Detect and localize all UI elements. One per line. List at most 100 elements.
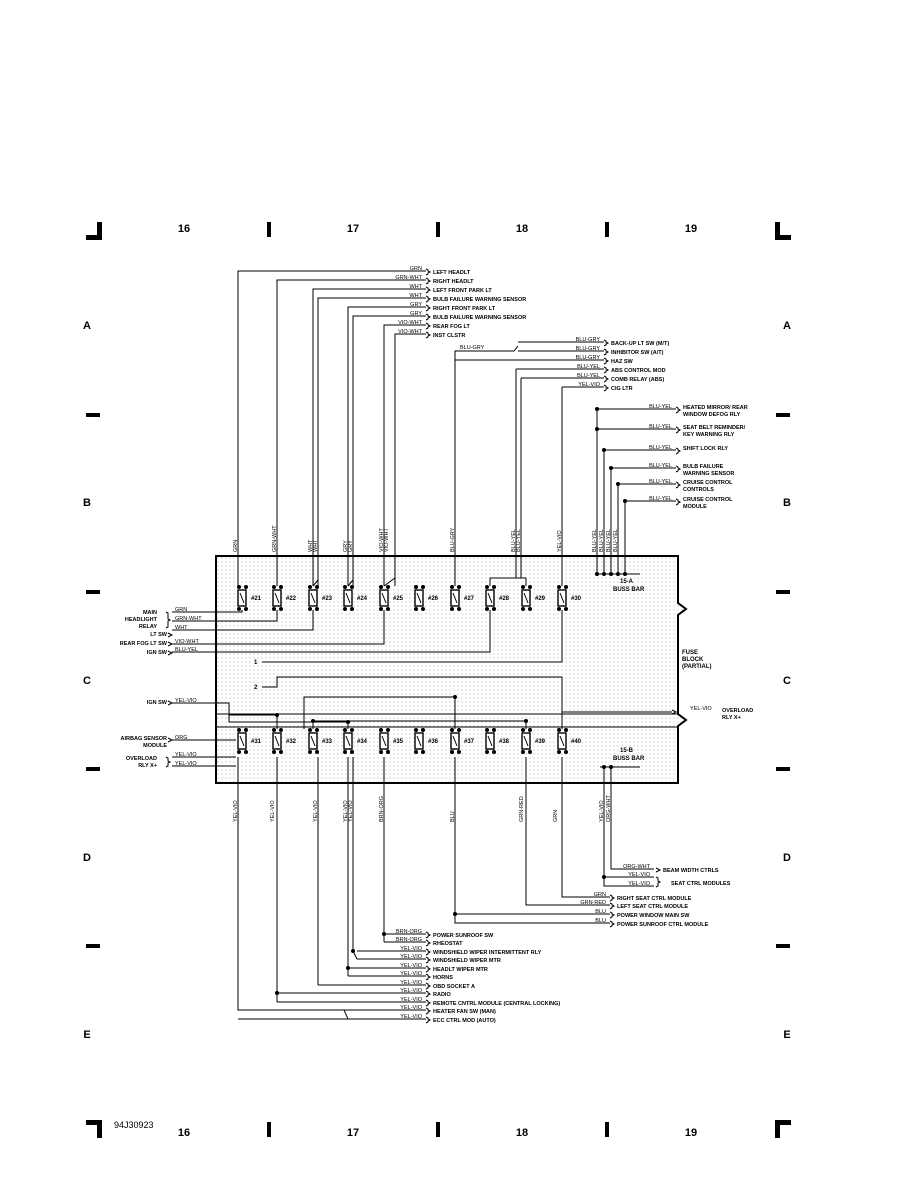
splice-dot (346, 720, 350, 724)
brace (167, 700, 174, 706)
bottom-left-output-4: WINDSHIELD WIPER MTR (433, 958, 501, 964)
top-left-wire-8 (394, 333, 426, 586)
mhr-wire-3 (172, 610, 314, 631)
bottom-wire-label-11: ORG-WHT (606, 794, 612, 822)
splice-dot (602, 448, 606, 452)
fuse-label-bottom-2: #32 (286, 739, 297, 745)
ign-sw-1-label: IGN SW (147, 650, 168, 656)
bottom-right-output-7: POWER SUNROOF CTRL MODULE (617, 922, 709, 928)
brace (425, 973, 432, 981)
fuse-terminal (237, 750, 241, 754)
overload-left-wire-label-1: YEL-VIO (175, 752, 197, 758)
brace (425, 999, 432, 1007)
top-wire-label-16: BLU-YEL (613, 529, 619, 552)
brace (425, 939, 432, 947)
ign-sw-2-wire-label: YEL-VIO (175, 698, 197, 704)
fuse-terminal (279, 728, 283, 732)
fuse-label-bottom-4: #34 (357, 739, 368, 745)
top-right-output-2-line2: KEY WARNING RLY (683, 432, 735, 438)
fuse-terminal (308, 607, 312, 611)
splice-dot (351, 949, 355, 953)
fuse-terminal (279, 607, 283, 611)
fuse-terminal (485, 750, 489, 754)
bottom-right-output-2: SEAT CTRL MODULES (671, 881, 731, 887)
fuse-terminal (244, 750, 248, 754)
fuse-terminal (343, 607, 347, 611)
top-right-wire-label-2: BLU-YEL (649, 424, 672, 430)
bottom-left-wire-label-8: YEL-VIO (400, 988, 422, 994)
top-right-output-6-line2: MODULE (683, 504, 707, 510)
brace (425, 331, 432, 339)
splice-dot (616, 482, 620, 486)
top-left-wire-label-3: WHT (409, 284, 422, 290)
brace (603, 357, 610, 365)
fuse-terminal (557, 728, 561, 732)
fuse-terminal (244, 607, 248, 611)
fuse-terminal (272, 750, 276, 754)
fuse-element (345, 592, 351, 604)
mhr-wire-label-2: GRN-WHT (175, 616, 202, 622)
fuse-terminal (450, 585, 454, 589)
brace (675, 481, 682, 489)
top-mid-wire-label-2: BLU-GRY (576, 346, 601, 352)
brace (655, 867, 662, 873)
fuse-element (310, 735, 316, 747)
rear-fog-lt-sw-label: REAR FOG LT SW (120, 641, 168, 647)
top-left-wire-4 (317, 297, 426, 586)
fuse-terminal (237, 585, 241, 589)
top-wire-label-12: YEL-VIO (557, 530, 563, 552)
fuse-terminal (421, 607, 425, 611)
brace (425, 990, 432, 998)
splice-dot (595, 407, 599, 411)
top-mid-output-1: BACK-UP LT SW (M/T) (611, 341, 669, 347)
fuse-label-top-6: #26 (428, 596, 439, 602)
bottom-right-wire-label-4: GRN (594, 892, 606, 898)
fuse-label-bottom-10: #40 (571, 739, 582, 745)
top-mid-wire-label-5: BLU-YEL (577, 373, 600, 379)
circuit-number-2: 2 (254, 685, 258, 691)
top-right-wire-label-4: BLU-YEL (649, 463, 672, 469)
bottom-right-wire-label-1: ORG-WHT (623, 864, 651, 870)
fuse-terminal (421, 728, 425, 732)
mhr-label-2: HEADLIGHT (125, 617, 158, 623)
label-layer: #21#22#23#24#25#26#27#28#29#30#31#32#33#… (120, 266, 753, 1024)
brace (425, 322, 432, 330)
top-right-wire-label-5: BLU-YEL (649, 479, 672, 485)
fuse-terminal (421, 750, 425, 754)
brace (603, 366, 610, 374)
fuse-terminal (485, 585, 489, 589)
bottom-left-output-9: REMOTE CNTRL MODULE (CENTRAL LOCKING) (433, 1001, 560, 1007)
bottom-wire-label-2: YEL-VIO (270, 800, 276, 822)
mhr-brace (165, 611, 172, 629)
bottom-left-output-1: POWER SUNROOF SW (433, 933, 494, 939)
col-label-16-bottom: 16 (178, 1127, 190, 1139)
brace (425, 948, 432, 956)
mhr-wire-label-1: GRN (175, 607, 187, 613)
fuse-terminal (492, 607, 496, 611)
top-left-wire-2 (276, 279, 426, 586)
top-left-output-7: REAR FOG LT (433, 324, 471, 330)
brace (603, 375, 610, 383)
fuse-terminal (343, 750, 347, 754)
top-left-wire-label-6: GRY (410, 311, 422, 317)
top-left-output-8: INST CLSTR (433, 333, 465, 339)
top-right-output-2: SEAT BELT REMINDER/ (683, 425, 746, 431)
mhr-label-1: MAIN (143, 610, 157, 616)
brace (675, 426, 682, 434)
fuse-element (559, 735, 565, 747)
brace (671, 709, 678, 715)
fuse-terminal (414, 750, 418, 754)
top-right-wire-label-3: BLU-YEL (649, 445, 672, 451)
fuse-terminal (272, 585, 276, 589)
bottom-left-wire-label-2: BRN-ORG (396, 937, 422, 943)
fuse-terminal (564, 607, 568, 611)
top-right-output-4: BULB FAILURE (683, 464, 724, 470)
fuse-terminal (244, 585, 248, 589)
fuse-terminal (492, 585, 496, 589)
bottom-right-wire-4 (561, 757, 610, 898)
fuse-element (381, 592, 387, 604)
grid-column-labels: 16 17 18 19 16 17 18 19 (178, 223, 697, 1139)
blu-gry-trunk (454, 345, 519, 586)
fuse-terminal (450, 728, 454, 732)
brace (609, 911, 616, 919)
